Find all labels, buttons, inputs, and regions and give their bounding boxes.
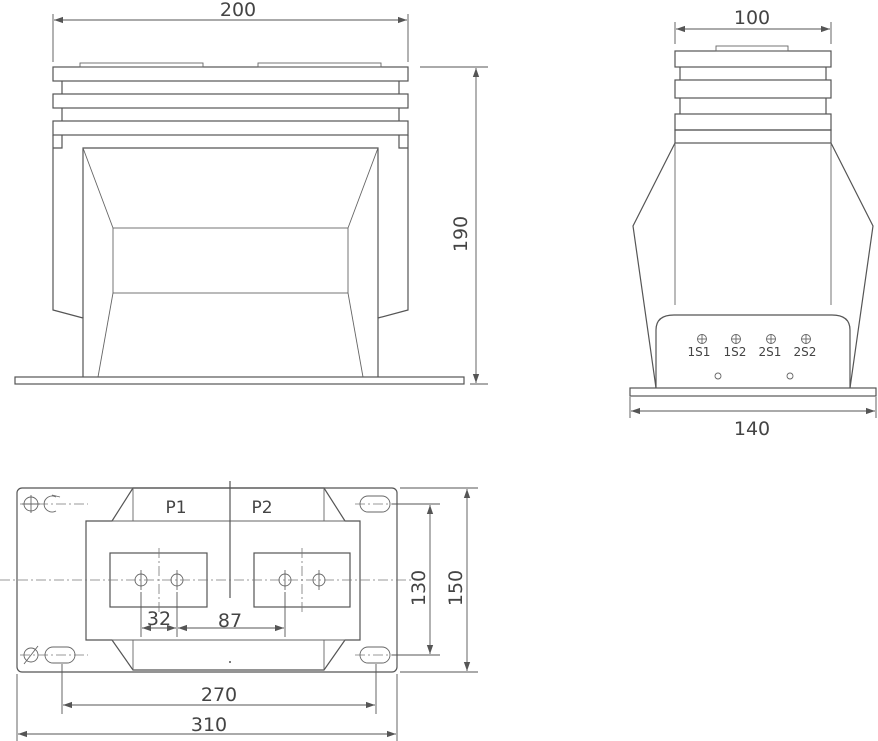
mounting-hole [786, 372, 794, 380]
mounting-slot [359, 495, 391, 513]
terminal-1s2 [731, 334, 741, 344]
terminal-label-1s2: 1S2 [724, 345, 747, 359]
dim-overall-width: 310 [191, 714, 227, 736]
dim-side-base: 140 [734, 418, 770, 440]
terminal-label-1s1: 1S1 [688, 345, 711, 359]
primary-label-p1: P1 [165, 498, 186, 518]
side-view: 1S1 1S2 2S1 2S2 100 140 [629, 7, 877, 440]
dim-terminal-spacing: 87 [218, 610, 242, 632]
dim-side-top: 100 [734, 7, 770, 29]
dim-front-width: 200 [220, 0, 256, 21]
terminal-label-2s2: 2S2 [794, 345, 817, 359]
terminal-2s1 [766, 334, 776, 344]
terminal-2s2 [801, 334, 811, 344]
mounting-slot [44, 646, 76, 664]
earth-symbol-icon [22, 494, 61, 513]
dim-inner-depth: 130 [408, 570, 430, 606]
terminal-1s1 [697, 334, 707, 344]
primary-label-p2: P2 [251, 498, 272, 518]
terminal-label-2s1: 2S1 [759, 345, 782, 359]
mounting-slot [359, 646, 391, 664]
earth-symbol-icon [23, 645, 39, 665]
dim-inner-width: 270 [201, 684, 237, 706]
mounting-hole [714, 372, 722, 380]
plan-view: P1 P2 [0, 481, 478, 741]
dim-front-height: 190 [450, 216, 472, 252]
dim-hole-spacing: 32 [147, 608, 171, 630]
front-view: 200 190 [14, 0, 488, 385]
dim-overall-depth: 150 [445, 570, 467, 606]
